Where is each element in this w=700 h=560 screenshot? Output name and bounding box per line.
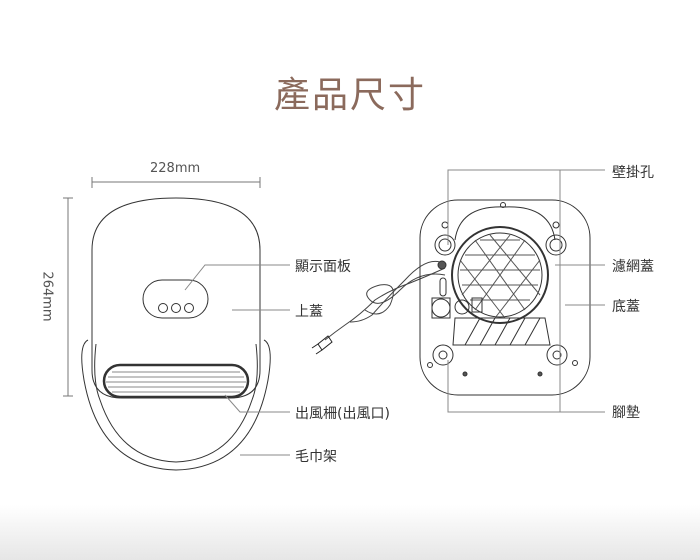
label-towel-rack: 毛巾架 [295,449,337,465]
width-dimension-line [91,177,261,188]
back-leader-lines [447,169,605,413]
label-filter-cover: 濾網蓋 [612,259,654,275]
height-dimension-line [63,197,73,397]
foot-pad-left [432,344,454,366]
label-air-outlet: 出風柵(出風口) [295,406,390,422]
air-outlet-grille [102,363,250,399]
wall-hole-left [434,234,456,256]
back-view [419,199,591,396]
power-cord [311,260,446,355]
front-view [81,197,271,471]
foot-pad-right [546,344,568,366]
display-panel [142,279,209,319]
filter-cover [451,226,549,324]
label-bottom-cover: 底蓋 [612,299,640,315]
bottom-gradient [0,505,700,560]
towel-rack [81,339,271,471]
label-wall-hole: 壁掛孔 [612,165,654,181]
wall-hole-right [545,234,567,256]
label-display-panel: 顯示面板 [295,259,351,275]
front-leader-lines [184,264,290,456]
width-dimension-label: 228mm [150,161,201,176]
page-title: 產品尺寸 [273,75,426,116]
height-dimension-label: 264mm [39,271,55,322]
label-top-cover: 上蓋 [295,304,323,320]
label-foot-pad: 腳墊 [612,405,640,421]
